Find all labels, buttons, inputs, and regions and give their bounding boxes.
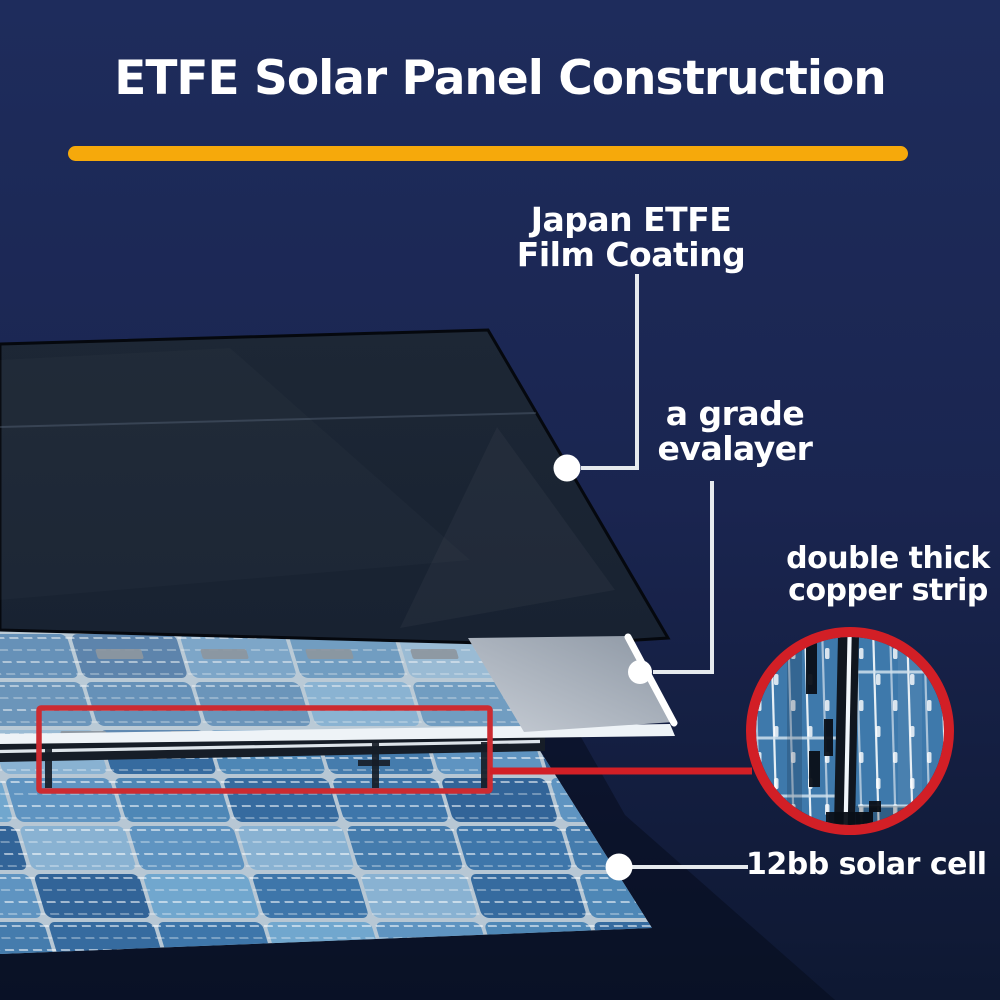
highlight-rectangle bbox=[36, 705, 493, 794]
solar-cell bbox=[0, 634, 78, 678]
film-callout-label: Japan ETFE Film Coating bbox=[451, 200, 811, 274]
mag-finger-dash bbox=[910, 778, 915, 789]
contact-pad bbox=[305, 649, 354, 659]
mag-finger-dash bbox=[859, 700, 864, 711]
mag-tab bbox=[806, 640, 817, 694]
solar-cell bbox=[144, 874, 259, 918]
strip-tab-foot bbox=[358, 760, 390, 766]
solar-cell bbox=[238, 826, 354, 870]
eva-front-edge bbox=[0, 724, 675, 744]
solar-cell bbox=[333, 778, 448, 822]
solar-cell bbox=[442, 778, 557, 822]
solar-cell bbox=[86, 682, 202, 726]
eva-callout-line2: evalayer bbox=[657, 428, 813, 468]
title-underline bbox=[68, 146, 908, 161]
mag-finger-dash bbox=[859, 752, 864, 763]
mag-finger-dash bbox=[774, 726, 779, 737]
solar-cell bbox=[6, 778, 121, 822]
film-callout-line1: Japan ETFE bbox=[530, 200, 732, 239]
film-callout-dot bbox=[553, 454, 581, 482]
solar-cell bbox=[49, 922, 165, 954]
film-callout-line2: Film Coating bbox=[516, 234, 746, 274]
sheet-divider-line bbox=[0, 412, 537, 428]
mag-finger-dash bbox=[825, 700, 830, 711]
solar-cell bbox=[129, 826, 245, 870]
copper-strip-centerline bbox=[0, 739, 541, 754]
panel-shadow bbox=[0, 640, 835, 1000]
solar-cell bbox=[456, 826, 572, 870]
eva-sheet-edge bbox=[624, 633, 678, 727]
mag-finger-dash bbox=[893, 752, 898, 763]
eva-sheet-wedge bbox=[468, 636, 674, 732]
mag-finger-line bbox=[888, 637, 898, 825]
mag-finger-dash bbox=[927, 752, 932, 763]
mag-light-col bbox=[898, 637, 922, 825]
solar-cell bbox=[158, 922, 274, 954]
strip-tab bbox=[45, 742, 52, 788]
copper-callout-label: double thick copper strip bbox=[738, 543, 1000, 607]
solar-cell bbox=[195, 682, 311, 726]
film-connector-line bbox=[581, 274, 639, 470]
solar-cell bbox=[362, 874, 477, 918]
mag-finger-dash bbox=[910, 726, 915, 737]
solar-cell bbox=[0, 682, 93, 726]
mag-cross-tab bbox=[826, 812, 873, 825]
mag-finger-dash bbox=[876, 778, 881, 789]
eva-callout-line1: a grade bbox=[665, 394, 805, 433]
mag-finger-dash bbox=[825, 648, 830, 659]
solar-cell bbox=[0, 874, 41, 918]
mag-tab bbox=[824, 719, 833, 756]
solar-cell bbox=[253, 874, 368, 918]
mag-strip-centerline bbox=[843, 637, 852, 825]
cell-callout-dot bbox=[605, 853, 633, 881]
mag-finger-dash bbox=[774, 778, 779, 789]
strip-tab bbox=[481, 742, 488, 788]
mag-finger-dash bbox=[774, 674, 779, 685]
solar-cell bbox=[471, 874, 586, 918]
mag-finger-dash bbox=[910, 674, 915, 685]
mag-finger-dash bbox=[791, 700, 796, 711]
page-title: ETFE Solar Panel Construction bbox=[114, 51, 886, 106]
mag-finger-dash bbox=[859, 648, 864, 659]
solar-cell bbox=[304, 682, 420, 726]
solar-cell bbox=[115, 778, 230, 822]
mag-finger-dash bbox=[893, 648, 898, 659]
mag-finger-dash bbox=[876, 674, 881, 685]
contact-pad bbox=[410, 649, 459, 659]
copper-callout-line2: copper strip bbox=[788, 572, 988, 608]
copper-callout-line1: double thick bbox=[786, 541, 990, 576]
mag-shade-col bbox=[787, 637, 802, 825]
mag-finger-dash bbox=[791, 752, 796, 763]
eva-connector-line bbox=[653, 481, 714, 674]
solar-cell bbox=[0, 922, 56, 954]
cell-callout-label: 12bb solar cell bbox=[746, 847, 987, 882]
magnifier-border bbox=[746, 627, 954, 835]
solar-cell bbox=[35, 874, 150, 918]
copper-strip-tabs bbox=[45, 742, 488, 788]
mag-finger-dash bbox=[893, 700, 898, 711]
solar-cell bbox=[20, 826, 136, 870]
mag-finger-dash bbox=[876, 726, 881, 737]
eva-haze bbox=[0, 631, 524, 741]
mag-tab bbox=[809, 751, 820, 787]
mag-finger-line bbox=[786, 637, 796, 825]
mag-tab bbox=[869, 801, 881, 812]
solar-cell bbox=[347, 826, 463, 870]
solar-cell bbox=[413, 682, 529, 726]
mag-finger-dash bbox=[808, 726, 813, 737]
eva-callout-label: a grade evalayer bbox=[585, 394, 885, 468]
mag-finger-dash bbox=[927, 700, 932, 711]
contact-pad bbox=[200, 649, 249, 659]
contact-pad bbox=[95, 649, 144, 659]
solar-cell bbox=[224, 778, 339, 822]
magnifier-content bbox=[756, 637, 944, 825]
eva-callout-dot bbox=[628, 660, 652, 684]
